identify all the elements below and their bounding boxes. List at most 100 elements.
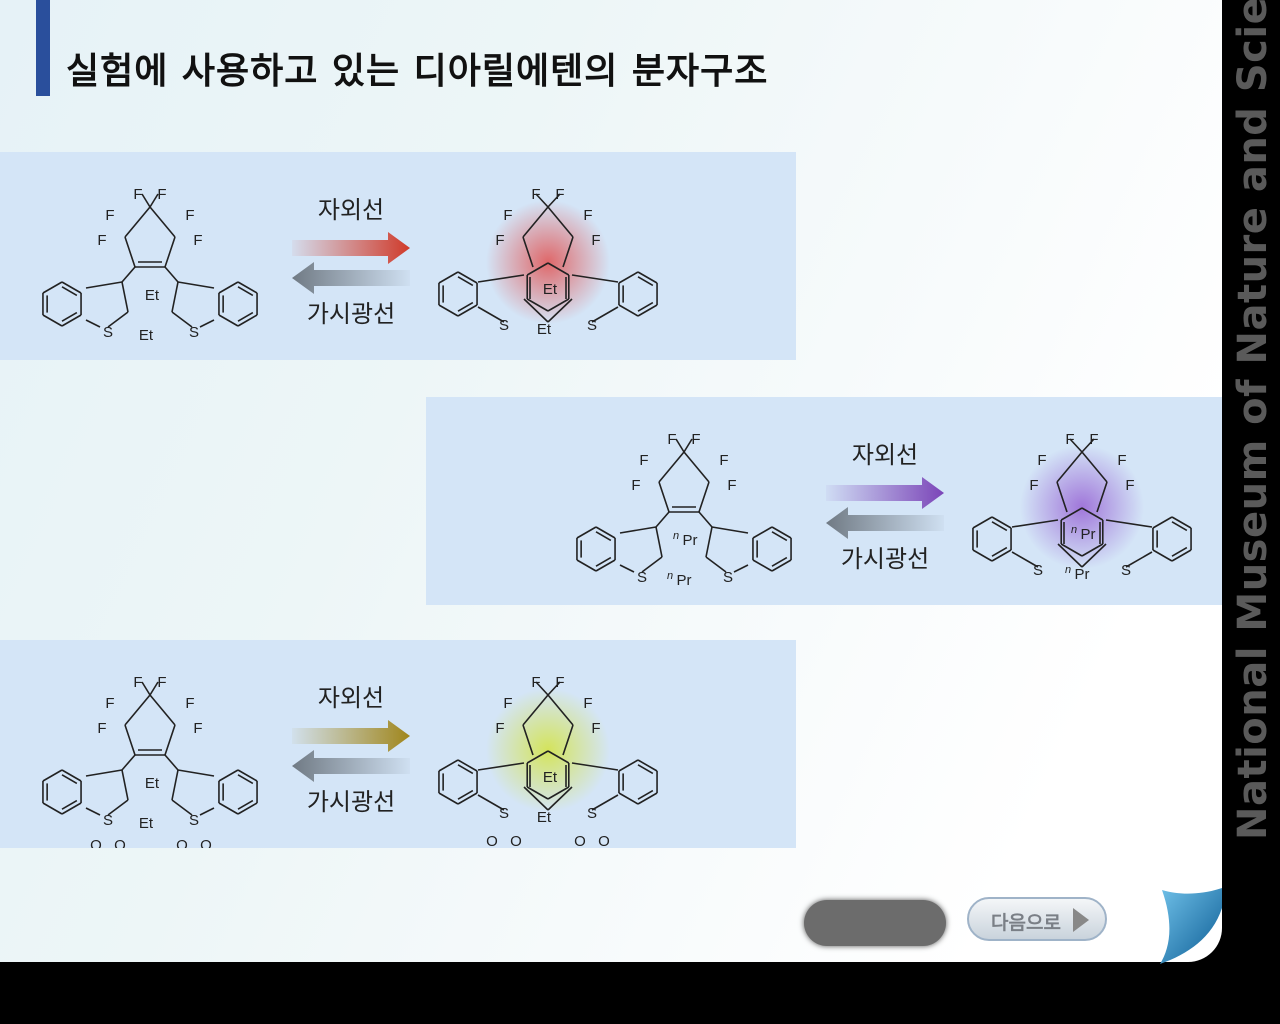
page-curl-icon xyxy=(1160,888,1222,964)
fluorine-atom: F xyxy=(185,207,194,224)
fluorine-atom: F xyxy=(185,695,194,712)
play-arrow-icon xyxy=(1073,908,1089,932)
fluorine-atom: F xyxy=(531,186,540,203)
substituent-label: Et xyxy=(145,775,160,792)
visible-light-label: 가시광선 xyxy=(307,300,395,328)
fluorine-atom: F xyxy=(691,431,700,448)
fluorine-atom: F xyxy=(591,232,600,249)
next-button[interactable]: 다음으로 xyxy=(967,897,1107,941)
substituent-label-n: n xyxy=(1065,564,1071,576)
sulfur-atom: S xyxy=(499,805,509,822)
oxygen-atom: O xyxy=(114,837,126,848)
visible-light-label: 가시광선 xyxy=(307,788,395,816)
substituent-label-n: n xyxy=(667,570,673,582)
visible-back-arrow xyxy=(826,507,944,539)
fluorine-atom: F xyxy=(639,452,648,469)
oxygen-atom: O xyxy=(200,837,212,848)
color-glow xyxy=(486,200,610,324)
substituent-label: Pr xyxy=(1075,566,1090,583)
fluorine-atom: F xyxy=(133,186,142,203)
sulfur-atom: S xyxy=(1121,562,1131,579)
fluorine-atom: F xyxy=(667,431,676,448)
fluorine-atom: F xyxy=(555,186,564,203)
fluorine-atom: F xyxy=(157,674,166,691)
sulfur-atom: S xyxy=(587,317,597,334)
uv-light-label: 자외선 xyxy=(318,684,384,712)
sulfur-atom: S xyxy=(103,812,113,829)
uv-forward-arrow xyxy=(292,720,410,752)
page-title: 실험에 사용하고 있는 디아릴에텐의 분자구조 xyxy=(66,51,769,92)
fluorine-atom: F xyxy=(1029,477,1038,494)
sulfur-atom: S xyxy=(499,317,509,334)
fluorine-atom: F xyxy=(1037,452,1046,469)
substituent-label: Et xyxy=(537,321,552,338)
fluorine-atom: F xyxy=(193,232,202,249)
substituent-label: Pr xyxy=(683,532,698,549)
fluorine-atom: F xyxy=(503,207,512,224)
side-band xyxy=(1222,0,1280,1024)
fluorine-atom: F xyxy=(591,720,600,737)
fluorine-atom: F xyxy=(495,720,504,737)
fluorine-atom: F xyxy=(495,232,504,249)
visible-back-arrow xyxy=(292,750,410,782)
sulfur-atom: S xyxy=(189,812,199,829)
fluorine-atom: F xyxy=(1089,431,1098,448)
uv-forward-arrow xyxy=(292,232,410,264)
uv-forward-arrow xyxy=(826,477,944,509)
oxygen-atom: O xyxy=(176,837,188,848)
substituent-label: Et xyxy=(139,815,154,832)
fluorine-atom: F xyxy=(1065,431,1074,448)
fluorine-atom: F xyxy=(727,477,736,494)
fluorine-atom: F xyxy=(193,720,202,737)
oxygen-atom: O xyxy=(486,833,498,848)
fluorine-atom: F xyxy=(531,674,540,691)
substituent-label-n: n xyxy=(673,530,679,542)
fluorine-atom: F xyxy=(105,207,114,224)
sulfur-atom: S xyxy=(189,324,199,341)
substituent-label: Pr xyxy=(1081,526,1096,543)
oxygen-atom: O xyxy=(90,837,102,848)
sulfur-atom: S xyxy=(587,805,597,822)
substituent-label: Et xyxy=(145,287,160,304)
fluorine-atom: F xyxy=(719,452,728,469)
fluorine-atom: F xyxy=(1125,477,1134,494)
oxygen-atom: O xyxy=(574,833,586,848)
sulfur-atom: S xyxy=(103,324,113,341)
visible-light-label: 가시광선 xyxy=(841,545,929,573)
color-glow xyxy=(1020,445,1144,569)
substituent-label: Et xyxy=(543,281,558,298)
substituent-label-n: n xyxy=(1071,524,1077,536)
fluorine-atom: F xyxy=(105,695,114,712)
sulfur-atom: S xyxy=(723,569,733,586)
substituent-label: Et xyxy=(543,769,558,786)
color-glow xyxy=(486,688,610,812)
fluorine-atom: F xyxy=(503,695,512,712)
next-button-label: 다음으로 xyxy=(991,912,1061,934)
visible-back-arrow xyxy=(292,262,410,294)
fluorine-atom: F xyxy=(97,232,106,249)
substituent-label: Et xyxy=(537,809,552,826)
oxygen-atom: O xyxy=(598,833,610,848)
disabled-prev-button xyxy=(804,900,946,946)
fluorine-atom: F xyxy=(97,720,106,737)
sulfur-atom: S xyxy=(1033,562,1043,579)
title-accent-bar xyxy=(36,0,50,96)
fluorine-atom: F xyxy=(555,674,564,691)
uv-light-label: 자외선 xyxy=(318,196,384,224)
sulfur-atom: S xyxy=(637,569,647,586)
fluorine-atom: F xyxy=(133,674,142,691)
uv-light-label: 자외선 xyxy=(852,441,918,469)
fluorine-atom: F xyxy=(583,695,592,712)
substituent-label: Et xyxy=(139,327,154,344)
fluorine-atom: F xyxy=(631,477,640,494)
